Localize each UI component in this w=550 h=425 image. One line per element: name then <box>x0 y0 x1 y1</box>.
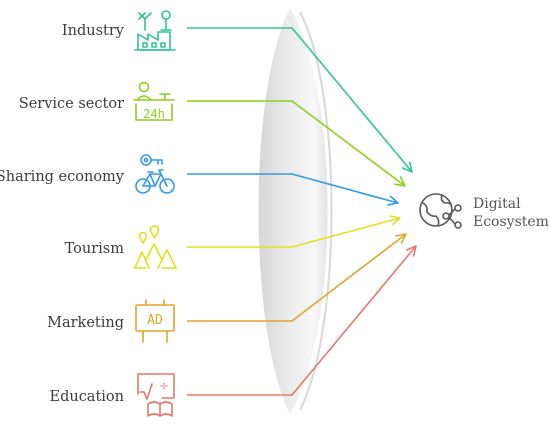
arrowhead-industry <box>401 161 413 173</box>
lens-disc <box>258 8 333 414</box>
connector-marketing <box>187 233 407 322</box>
connectors <box>187 27 417 396</box>
connector-education <box>187 245 417 396</box>
connector-industry <box>187 27 413 173</box>
sector-row-education: Education ÷ <box>49 373 175 417</box>
sector-label-sharing-economy: Sharing economy <box>0 169 125 185</box>
sector-label-service-sector: Service sector <box>19 96 124 112</box>
sector-row-tourism: Tourism <box>65 225 177 269</box>
sector-label-education: Education <box>49 389 124 405</box>
arrowhead-tourism <box>389 215 401 226</box>
arrowhead-service-sector <box>394 176 406 187</box>
education-divide-symbol: ÷ <box>159 379 169 393</box>
sector-row-service-sector: Service sector 24h <box>19 81 175 121</box>
arrowhead-education <box>405 245 417 257</box>
sector-row-industry: Industry <box>62 10 176 51</box>
arrowhead-marketing <box>395 233 407 244</box>
target-label-line-1: Digital <box>473 196 521 212</box>
tourism-landmark-icon <box>133 225 177 269</box>
globe-network-icon <box>419 193 462 229</box>
target-label: Digital Ecosystems <box>473 196 550 230</box>
target-label-line-2: Ecosystems <box>473 214 550 230</box>
sector-label-industry: Industry <box>62 23 125 39</box>
connector-service-sector <box>187 100 406 187</box>
sector-row-marketing: Marketing AD <box>47 299 175 343</box>
service-24h-badge: 24h <box>143 107 165 121</box>
arrowhead-sharing-economy <box>387 195 399 206</box>
education-board-icon: ÷ <box>137 373 175 417</box>
billboard-ad-icon: AD <box>135 299 175 343</box>
sector-label-tourism: Tourism <box>65 241 125 257</box>
service-24h-icon: 24h <box>133 81 175 121</box>
factory-icon <box>134 10 176 51</box>
sector-label-marketing: Marketing <box>47 315 124 331</box>
sector-row-sharing-economy: Sharing economy <box>0 154 175 194</box>
target-node: Digital Ecosystems <box>419 193 550 230</box>
connector-sharing-economy <box>187 173 399 204</box>
bicycle-icon <box>135 154 175 194</box>
billboard-ad-text: AD <box>147 313 163 328</box>
connector-tourism <box>187 217 401 248</box>
